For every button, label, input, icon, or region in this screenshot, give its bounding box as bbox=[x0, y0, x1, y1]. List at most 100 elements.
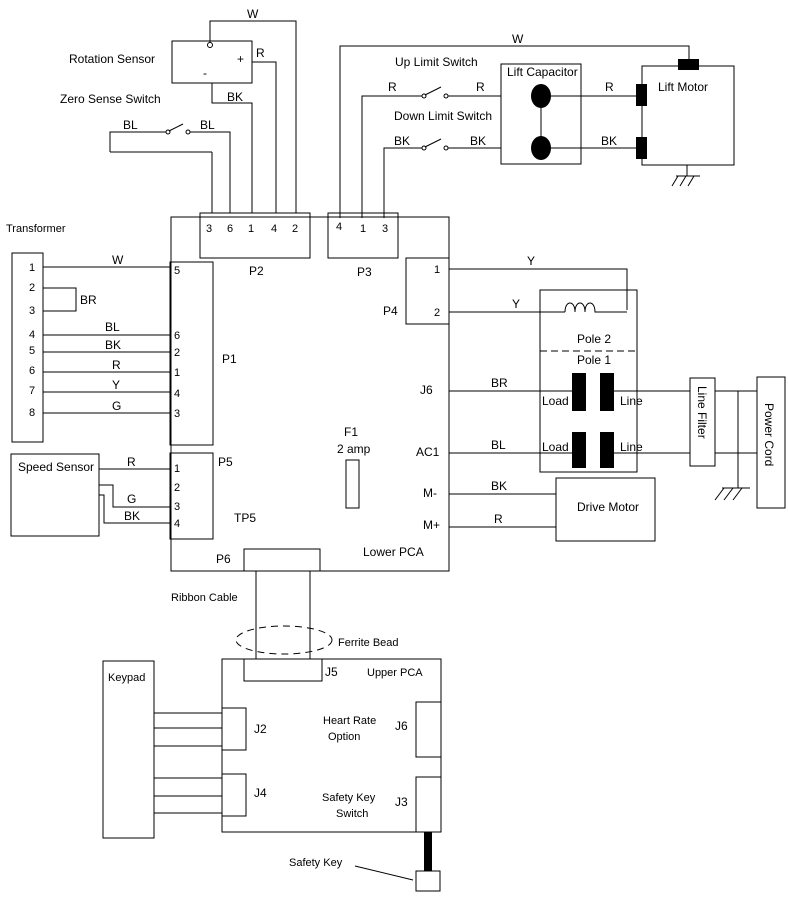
keypad: Keypad bbox=[102, 660, 155, 839]
j2-box bbox=[221, 707, 247, 751]
connector-p6: P6 bbox=[216, 548, 321, 572]
keypad-label: Keypad bbox=[108, 672, 145, 684]
wire-label-transformer-bk: BK bbox=[105, 338, 121, 352]
lift-capacitor-label: Lift Capacitor bbox=[507, 65, 578, 79]
p2-pin: 2 bbox=[292, 223, 298, 235]
ribbon-cable-label: Ribbon Cable bbox=[171, 592, 238, 604]
rotation-sensor-box bbox=[171, 40, 253, 84]
p1-label: P1 bbox=[222, 352, 237, 366]
speed-sensor: Speed Sensor bbox=[10, 453, 100, 537]
p1-pin: 3 bbox=[174, 408, 180, 420]
relay: Pole 2 Pole 1 Load Line Load Line bbox=[539, 289, 643, 473]
relay-contact-line-1 bbox=[600, 373, 614, 411]
p2-pin: 6 bbox=[227, 223, 233, 235]
p2-pin: 3 bbox=[206, 223, 212, 235]
p1-pin: 1 bbox=[174, 367, 180, 379]
wire-label-rotation-w: W bbox=[247, 7, 259, 21]
wire-label-speed-bk: BK bbox=[124, 509, 140, 523]
lift-motor-box bbox=[641, 65, 735, 166]
j6-lower-label: J6 bbox=[420, 383, 433, 397]
transformer-pin: 1 bbox=[29, 262, 35, 274]
wire-label-transformer-y: Y bbox=[112, 378, 120, 392]
transformer-label: Transformer bbox=[6, 223, 66, 235]
ferrite-bead-ring bbox=[235, 625, 333, 655]
upper-pca-label: Upper PCA bbox=[367, 667, 423, 679]
wire-rotation-w bbox=[209, 20, 297, 218]
speed-sensor-box bbox=[10, 453, 100, 537]
fuse-label: F1 bbox=[344, 425, 358, 439]
fuse-rating: 2 amp bbox=[337, 442, 371, 456]
wire-transformer-br bbox=[43, 287, 77, 312]
transformer-pin: 8 bbox=[29, 407, 35, 419]
p1-pin: 6 bbox=[174, 330, 180, 342]
relay-contact-load-2 bbox=[572, 432, 586, 468]
relay-contact-load-1 bbox=[572, 373, 586, 411]
transformer-pin: 2 bbox=[29, 282, 35, 294]
safety-key-switch-label-2: Switch bbox=[336, 808, 368, 820]
wire-p4-y1 bbox=[449, 268, 628, 310]
zero-sense-switch-label: Zero Sense Switch bbox=[60, 92, 161, 106]
ac1-label: AC1 bbox=[416, 445, 440, 459]
relay-load-label-2: Load bbox=[542, 440, 569, 454]
wire-p3-w bbox=[339, 45, 690, 218]
j4-label: J4 bbox=[254, 786, 267, 800]
ground-icon bbox=[671, 165, 700, 187]
relay-line-label-1: Line bbox=[620, 394, 643, 408]
relay-box bbox=[539, 289, 638, 473]
zero-sense-switch-blade bbox=[168, 123, 184, 132]
fuse-f1: F1 2 amp bbox=[337, 425, 371, 509]
wire-label-down-limit-bk: BK bbox=[470, 134, 486, 148]
wire-label-speed-r: R bbox=[127, 455, 136, 469]
wire-label-up-limit-r: R bbox=[476, 80, 485, 94]
tp5-label: TP5 bbox=[234, 511, 256, 525]
wire-keypad-j4 bbox=[154, 777, 222, 814]
drive-motor-box bbox=[555, 477, 656, 542]
j3-label: J3 bbox=[395, 795, 408, 809]
safety-key-switch-label-1: Safety Key bbox=[322, 792, 376, 804]
transformer-pin: 4 bbox=[29, 329, 35, 341]
wire-zero-bl-right bbox=[190, 131, 231, 218]
lift-motor: Lift Motor bbox=[636, 59, 735, 166]
wire-label-p4-y1: Y bbox=[527, 254, 535, 268]
p1-pin: 4 bbox=[174, 388, 180, 400]
p5-pin: 4 bbox=[174, 518, 180, 530]
j5-label: J5 bbox=[325, 665, 338, 679]
rotation-sensor: Rotation Sensor + - bbox=[69, 40, 253, 84]
transformer-pin: 6 bbox=[29, 365, 35, 377]
j6-upper-label: J6 bbox=[395, 719, 408, 733]
p5-pin: 3 bbox=[174, 501, 180, 513]
heart-rate-label-2: Option bbox=[328, 731, 360, 743]
m-plus-label: M+ bbox=[423, 518, 440, 532]
lift-motor-terminal-bk bbox=[636, 137, 647, 159]
safety-key-box bbox=[415, 870, 441, 892]
ground-icon bbox=[714, 487, 750, 501]
line-filter-label: Line Filter bbox=[695, 386, 709, 439]
wire-label-rotation-r: R bbox=[256, 46, 265, 60]
ribbon-cable: Ribbon Cable bbox=[171, 571, 311, 660]
line-filter-box bbox=[689, 377, 716, 467]
j2-label: J2 bbox=[254, 722, 267, 736]
rotation-sensor-label: Rotation Sensor bbox=[69, 52, 155, 66]
wire-label-transformer-bl: BL bbox=[105, 320, 120, 334]
j4-box bbox=[221, 773, 247, 817]
wire-speed-g bbox=[99, 484, 170, 508]
transformer-box bbox=[11, 252, 44, 443]
p3-box bbox=[327, 212, 399, 259]
wire-label-rotation-bk: BK bbox=[227, 90, 243, 104]
power-cord-box bbox=[756, 376, 786, 509]
j6-upper-box bbox=[415, 701, 442, 758]
wire-rotation-bk bbox=[211, 83, 253, 218]
j3-box bbox=[415, 776, 442, 833]
drive-motor: Drive Motor bbox=[555, 477, 656, 542]
wire-label-p3-w: W bbox=[512, 32, 524, 46]
wire-label-speed-g: G bbox=[127, 492, 136, 506]
wire-zero-bl-left bbox=[109, 131, 166, 152]
keypad-box bbox=[102, 660, 155, 839]
p1-pin: 2 bbox=[174, 347, 180, 359]
p3-pin: 4 bbox=[336, 221, 342, 233]
zero-sense-switch: BL BL bbox=[109, 118, 231, 218]
relay-load-label-1: Load bbox=[542, 394, 569, 408]
p5-pin: 2 bbox=[174, 482, 180, 494]
connector-p4: 1 2 P4 bbox=[383, 257, 450, 325]
